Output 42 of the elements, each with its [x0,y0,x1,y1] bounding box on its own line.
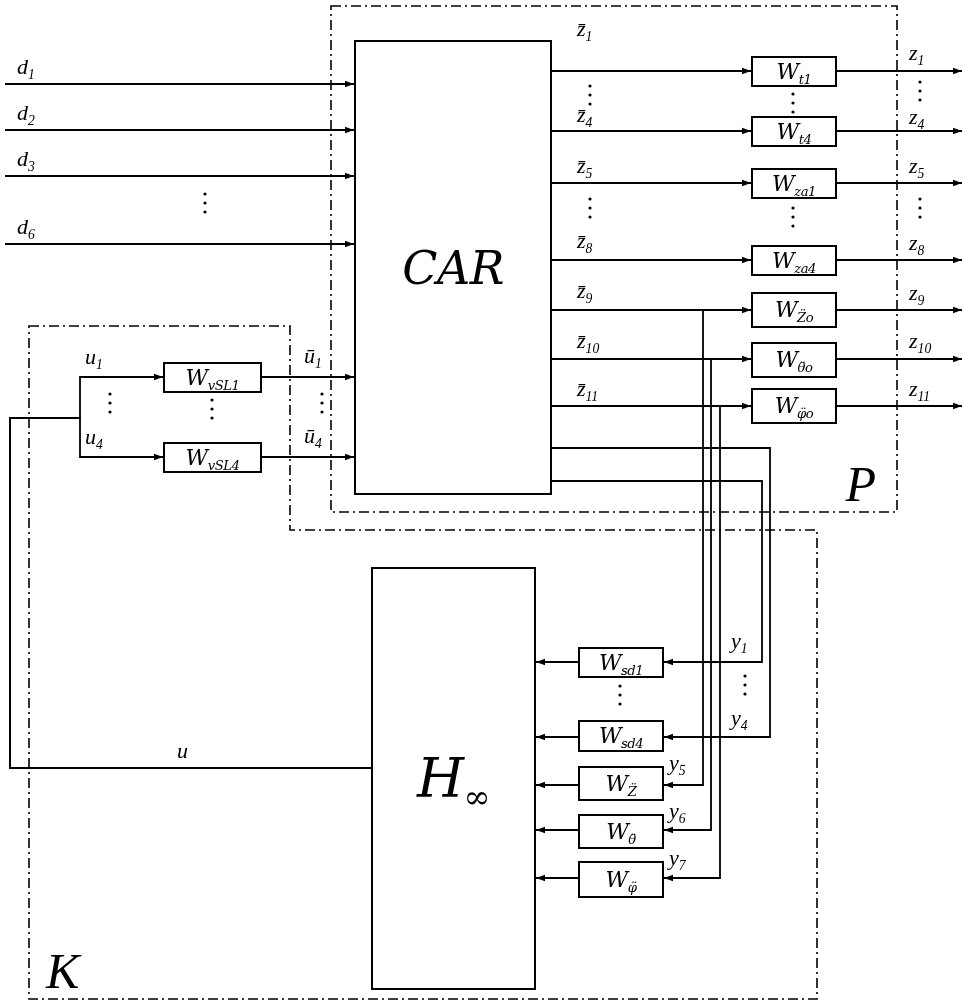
signal-arrow [551,480,763,666]
weight-block: W$_{Z̈o}$ [751,292,837,328]
signal-arrow [4,240,355,248]
system-block: CAR [354,40,552,495]
signal-arrow [551,256,752,264]
signal-arrow [551,67,752,75]
signal-arrow [535,733,579,741]
weight-block: W$_{sd4}$ [578,720,664,752]
signal-arrow [535,874,579,882]
weight-block: W$_{vSL4}$ [163,442,262,473]
region-label: K [46,946,80,996]
signal-arrow [836,179,963,187]
weight-block: W$_{φ̈o}$ [751,388,837,424]
weight-block: W$_{za1}$ [751,168,837,199]
weight-block: W$_{vSL1}$ [163,362,262,393]
signal-arrow [836,306,963,314]
signal-arrow [535,781,579,789]
signal-arrow [551,179,752,187]
signal-arrow [551,447,771,741]
signal-arrow [4,172,355,180]
system-block: H$_{∞}$ [371,567,536,990]
signal-arrow [836,127,963,135]
signal-arrow [551,127,752,135]
signal-arrow [535,826,579,834]
weight-block: W$_{φ̈}$ [578,861,664,898]
weight-block: W$_{t1}$ [751,56,837,87]
signal-arrow [4,80,355,88]
weight-block: W$_{t4}$ [751,116,837,147]
weight-block: W$_{θ̈o}$ [751,342,837,378]
weight-block: W$_{θ̈}$ [578,814,664,849]
signal-arrow [4,126,355,134]
signal-arrow [836,402,963,410]
signal-arrow [261,453,355,461]
signal-arrow [836,355,963,363]
signal-arrow [836,67,963,75]
signal-arrow [261,373,355,381]
region-label: P [845,459,876,509]
signal-arrow [535,658,579,666]
weight-block: W$_{Z̈}$ [578,766,664,801]
weight-block: W$_{za4}$ [751,245,837,276]
weight-block: W$_{sd1}$ [578,647,664,678]
signal-arrow [836,256,963,264]
